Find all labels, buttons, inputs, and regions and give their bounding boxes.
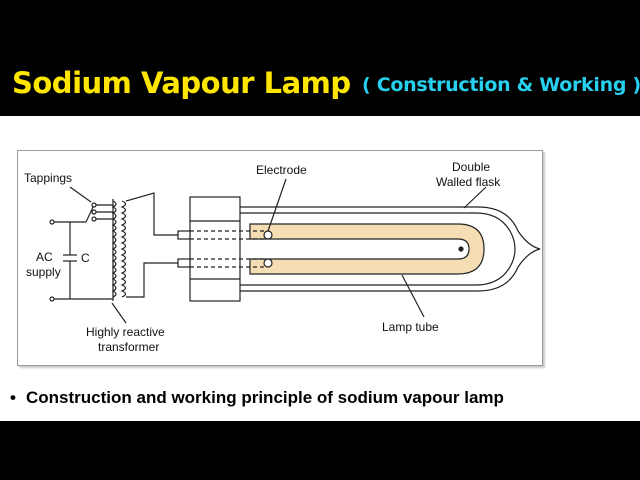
label-flask-1: Double — [452, 160, 490, 174]
leader-lamp-tube — [401, 274, 425, 318]
title-bar: Sodium Vapour Lamp ( Construction & Work… — [0, 0, 640, 116]
transformer-secondary — [120, 200, 127, 298]
double-walled-flask-outer — [240, 206, 541, 292]
tapping-1 — [91, 202, 97, 208]
terminal-top — [49, 219, 55, 225]
page-title: Sodium Vapour Lamp — [12, 66, 351, 100]
bottom-bar — [0, 421, 640, 480]
leader-tappings — [69, 186, 92, 203]
label-transformer-2: transformer — [98, 340, 159, 354]
label-transformer-1: Highly reactive — [86, 325, 165, 339]
label-electrode: Electrode — [256, 163, 307, 177]
label-ac-supply-2: supply — [26, 265, 61, 279]
leader-flask — [463, 186, 487, 209]
tapping-arm — [85, 204, 95, 223]
caption-text: Construction and working principle of so… — [26, 388, 504, 407]
output-wire-bottom — [126, 262, 178, 298]
label-ac-supply-1: AC — [36, 250, 53, 264]
bullet-icon: • — [10, 388, 16, 407]
label-tappings: Tappings — [24, 171, 72, 185]
tapping-2 — [91, 209, 97, 215]
lamp-tube — [249, 223, 485, 275]
lamp-pin-top — [177, 230, 191, 240]
lamp-base — [189, 196, 241, 302]
lamp-pin-bottom — [177, 258, 191, 268]
leader-transformer — [111, 302, 127, 324]
output-wire-top — [125, 192, 178, 236]
label-flask-2: Walled flask — [436, 175, 501, 189]
terminal-bottom — [49, 296, 55, 302]
tube-end-dot — [458, 246, 464, 252]
transformer-winding — [111, 200, 117, 298]
double-walled-flask-inner — [240, 212, 516, 286]
page-subtitle: ( Construction & Working ) — [362, 74, 640, 96]
tapping-3 — [91, 216, 97, 222]
leader-electrode — [267, 178, 287, 232]
diagram-figure: Tappings AC supply C Highly reactive tra… — [17, 150, 543, 366]
electrode-top — [263, 230, 273, 240]
sodium-lamp-diagram: Tappings AC supply C Highly reactive tra… — [24, 160, 541, 354]
label-lamp-tube: Lamp tube — [382, 320, 439, 334]
label-capacitor: C — [81, 251, 90, 265]
content-area: Tappings AC supply C Highly reactive tra… — [0, 116, 640, 421]
electrode-bottom — [263, 258, 273, 268]
caption: • Construction and working principle of s… — [10, 388, 504, 408]
